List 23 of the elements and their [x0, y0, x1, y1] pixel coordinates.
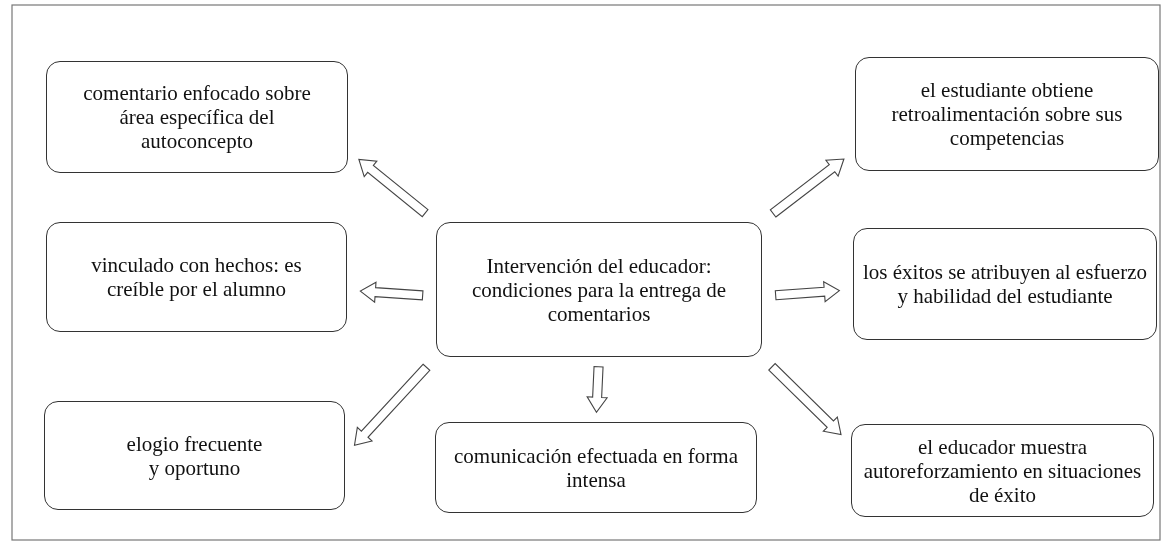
rounded-box: [855, 57, 1159, 171]
box-text: el estudiante obtiene retroalimentación sobre sus competencias: [890, 78, 1124, 150]
block-arrow: [359, 281, 424, 304]
block-arrow: [358, 158, 429, 218]
rounded-box: [46, 61, 348, 173]
rounded-box: [435, 422, 757, 513]
block-arrow: [768, 362, 842, 436]
rounded-box: [46, 222, 347, 332]
box-text: vinculado con hechos: es creíble por el alumno: [90, 253, 303, 301]
block-arrow: [769, 158, 845, 218]
box-text: Intervención del educador: condiciones para la entrega de comentarios: [470, 253, 728, 326]
block-arrow: [774, 280, 841, 303]
rounded-box: [44, 401, 345, 510]
box-text: comunicación efectuada en forma intensa: [453, 443, 739, 492]
block-arrow: [586, 365, 609, 414]
box-text: el educador muestra autoreforzamiento en situaciones de éxito: [862, 434, 1143, 507]
rounded-box: [436, 222, 762, 357]
rounded-box: [851, 424, 1154, 517]
box-text: elogio frecuente y oportuno: [125, 431, 264, 480]
box-text: los éxitos se atribuyen al esfuerzo y habilidad del estudiante: [862, 260, 1148, 308]
rounded-box: [853, 228, 1157, 340]
box-text: comentario enfocado sobre área específica del autoconcepto: [82, 81, 312, 153]
block-arrow: [353, 363, 431, 446]
